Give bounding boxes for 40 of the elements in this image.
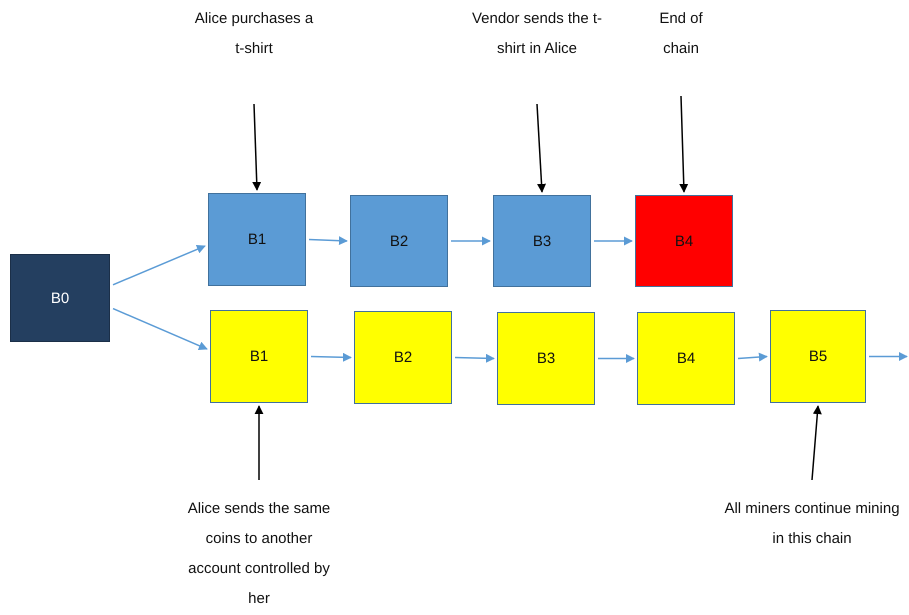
annotation-text: Alice purchases a t-shirt bbox=[194, 4, 314, 94]
arrow bbox=[869, 352, 908, 361]
block-box bbox=[493, 195, 591, 287]
block-label: B4 bbox=[674, 232, 694, 250]
block-box bbox=[770, 310, 866, 403]
block-box bbox=[637, 312, 735, 405]
block-box bbox=[354, 311, 452, 404]
annotation-text: End of chain bbox=[641, 4, 721, 64]
arrow bbox=[454, 354, 495, 363]
block-label: B2 bbox=[394, 349, 412, 366]
annotation-text: Vendor sends the t-shirt in Alice bbox=[467, 4, 607, 94]
block-label: B1 bbox=[248, 231, 266, 248]
arrow bbox=[112, 308, 208, 350]
block-box bbox=[10, 254, 110, 342]
arrow bbox=[679, 96, 688, 193]
block-box bbox=[208, 193, 306, 286]
arrow bbox=[598, 354, 635, 363]
arrow bbox=[811, 405, 822, 480]
arrow bbox=[594, 236, 633, 246]
block-label: B0 bbox=[50, 290, 70, 306]
block-label: B1 bbox=[250, 348, 268, 365]
block-box bbox=[350, 195, 448, 287]
block-box bbox=[635, 195, 733, 287]
arrow bbox=[252, 104, 262, 191]
annotation-text: All miners continue mining in this chain bbox=[718, 494, 906, 554]
arrow bbox=[310, 352, 352, 362]
arrow bbox=[308, 236, 348, 246]
block-label: B5 bbox=[808, 348, 828, 365]
arrow bbox=[738, 352, 768, 362]
block-label: B3 bbox=[536, 350, 556, 367]
block-label: B2 bbox=[390, 232, 408, 250]
arrow bbox=[451, 236, 491, 246]
arrow bbox=[536, 104, 546, 193]
block-label: B3 bbox=[532, 232, 552, 250]
block-box bbox=[210, 310, 308, 403]
block-box bbox=[497, 312, 595, 405]
block-label: B4 bbox=[676, 350, 696, 367]
arrow bbox=[254, 405, 264, 480]
arrow bbox=[112, 245, 206, 286]
annotation-text: Alice sends the same coins to another account controlled by her bbox=[184, 494, 334, 614]
